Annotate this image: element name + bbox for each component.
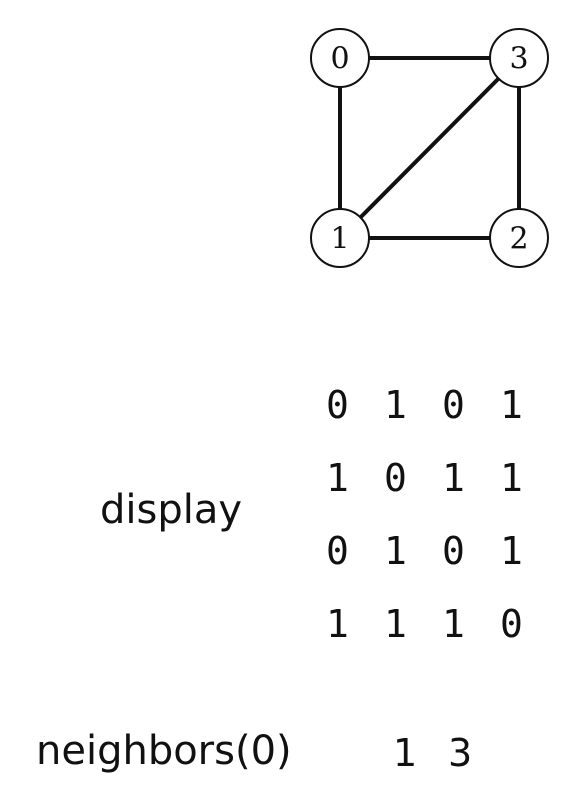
matrix-cell: 1 bbox=[500, 456, 523, 500]
graph-nodes: 0 1 2 3 bbox=[310, 28, 549, 268]
matrix-cell: 1 bbox=[384, 529, 407, 573]
graph-node-0: 0 bbox=[310, 28, 370, 88]
matrix-cell: 1 bbox=[442, 456, 465, 500]
display-label: display bbox=[100, 487, 243, 533]
matrix-cell: 0 bbox=[442, 383, 465, 427]
node-circle bbox=[310, 208, 370, 268]
graph-edges bbox=[338, 56, 521, 240]
node-label: 2 bbox=[509, 222, 528, 257]
node-label: 3 bbox=[509, 42, 528, 77]
matrix-cell: 1 bbox=[326, 456, 349, 500]
node-circle bbox=[310, 28, 370, 88]
matrix-cell: 0 bbox=[442, 529, 465, 573]
matrix-cell: 1 bbox=[442, 602, 465, 646]
matrix-cell: 0 bbox=[326, 529, 349, 573]
graph-node-3: 3 bbox=[489, 28, 549, 88]
matrix-cell: 1 bbox=[384, 602, 407, 646]
node-circle bbox=[489, 28, 549, 88]
edge-1-3 bbox=[338, 56, 521, 240]
matrix-cell: 1 bbox=[500, 529, 523, 573]
node-label: 1 bbox=[330, 222, 349, 257]
neighbor-value: 3 bbox=[448, 731, 473, 775]
node-circle bbox=[489, 208, 549, 268]
neighbor-value: 1 bbox=[393, 731, 418, 775]
matrix-cell: 0 bbox=[500, 602, 523, 646]
matrix-cell: 1 bbox=[384, 383, 407, 427]
graph-node-1: 1 bbox=[310, 208, 370, 268]
graph-node-2: 2 bbox=[489, 208, 549, 268]
neighbors-label: neighbors(0) bbox=[36, 728, 292, 774]
node-label: 0 bbox=[330, 42, 349, 77]
matrix-cell: 1 bbox=[326, 602, 349, 646]
matrix-cell: 0 bbox=[384, 456, 407, 500]
matrix-cell: 1 bbox=[500, 383, 523, 427]
matrix-cell: 0 bbox=[326, 383, 349, 427]
graph-diagram: 0 1 2 3 bbox=[310, 28, 549, 268]
